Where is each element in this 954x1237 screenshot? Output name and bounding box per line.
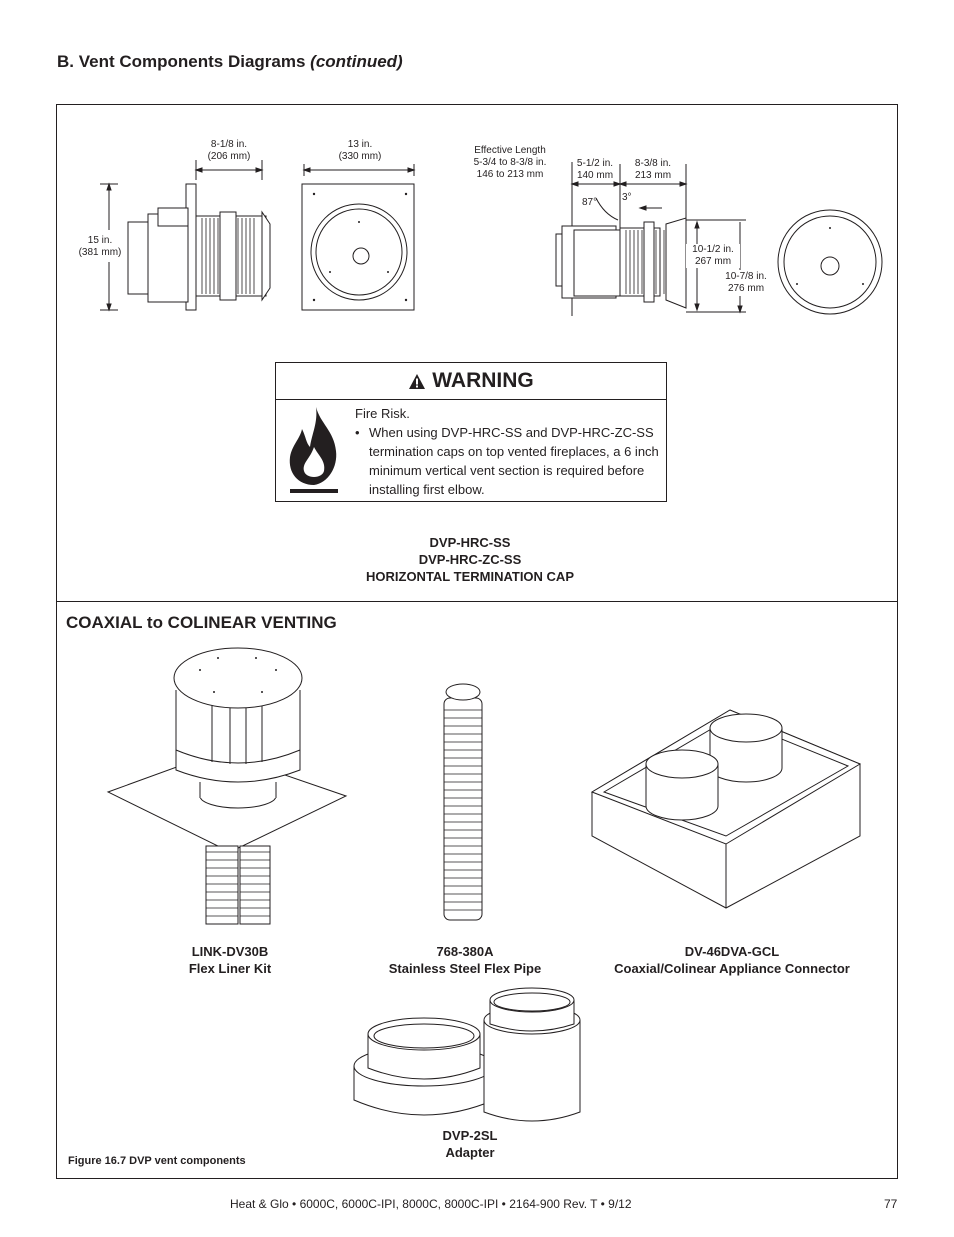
product-name: Stainless Steel Flex Pipe — [388, 961, 542, 976]
dim-b: 8-3/8 in. 213 mm — [628, 158, 678, 182]
product-code: DVP-2SL — [442, 1128, 498, 1143]
bottom-panel — [56, 600, 898, 1179]
angle-b: 3° — [622, 192, 632, 203]
dim-text: Effective Length — [474, 145, 546, 156]
dim-a: 5-1/2 in. 140 mm — [570, 158, 620, 182]
dim-text: 15 in. — [87, 235, 113, 246]
product-illustrations — [106, 647, 862, 1122]
warning-header: WARNING — [276, 363, 666, 400]
dim-text: (330 mm) — [338, 151, 382, 162]
section-heading: B. Vent Components Diagrams (continued) — [57, 52, 403, 72]
caption-line: HORIZONTAL TERMINATION CAP — [366, 569, 574, 584]
adjustable-cap-side-view — [555, 162, 746, 316]
flex-pipe-illustration — [443, 683, 483, 921]
warning-bullet: • When using DVP-HRC-SS and DVP-HRC-ZC-S… — [355, 423, 660, 499]
product-code: LINK-DV30B — [191, 944, 269, 959]
product-name: Flex Liner Kit — [188, 961, 272, 976]
dim-text: 146 to 213 mm — [476, 169, 544, 180]
top-panel — [56, 104, 898, 602]
warning-triangle-icon — [409, 373, 426, 389]
dim-text: 13 in. — [347, 139, 373, 150]
dim-text: 5-1/2 in. — [576, 158, 614, 169]
dim-text: 213 mm — [634, 170, 672, 181]
figure-caption: Figure 16.7 DVP vent components — [68, 1155, 246, 1167]
dim-text: 10-7/8 in. — [725, 271, 767, 282]
dim-text: 276 mm — [727, 283, 765, 294]
dim-text: (206 mm) — [207, 151, 251, 162]
caption-line: DVP-HRC-SS — [429, 535, 511, 550]
coaxial-section-title: COAXIAL to COLINEAR VENTING — [66, 613, 337, 632]
warning-intro: Fire Risk. — [355, 406, 410, 421]
dim-c: 10-1/2 in. 267 mm — [686, 244, 740, 268]
dim-text: 8-1/8 in. — [210, 139, 248, 150]
adapter-illustration — [353, 987, 581, 1122]
product-caption-flex-liner-kit: LINK-DV30B Flex Liner Kit — [150, 943, 310, 977]
product-caption-appliance-connector: DV-46DVA-GCL Coaxial/Colinear Appliance … — [592, 943, 872, 977]
flex-liner-kit-illustration — [106, 647, 348, 925]
caption-line: DVP-HRC-ZC-SS — [418, 552, 522, 567]
heading-continued: (continued) — [310, 52, 403, 71]
dim-front-width: 13 in. (330 mm) — [330, 139, 390, 163]
warning-box: WARNING Fire Risk. • When using DVP-HRC-… — [275, 362, 667, 502]
adjustable-cap-front-view — [777, 209, 883, 315]
warning-text: Fire Risk. • When using DVP-HRC-SS and D… — [355, 404, 660, 499]
product-caption-flex-pipe: 768-380A Stainless Steel Flex Pipe — [370, 943, 560, 977]
dim-d: 10-7/8 in. 276 mm — [718, 271, 774, 295]
dim-text: 10-1/2 in. — [692, 244, 734, 255]
dim-text: 8-3/8 in. — [634, 158, 672, 169]
page-number: 77 — [884, 1197, 898, 1211]
product-code: 768-380A — [436, 944, 494, 959]
dim-text: 140 mm — [576, 170, 614, 181]
product-name: Coaxial/Colinear Appliance Connector — [614, 961, 850, 976]
product-caption-adapter: DVP-2SL Adapter — [420, 1127, 520, 1161]
bullet-mark: • — [355, 425, 360, 440]
termination-cap-caption: DVP-HRC-SS DVP-HRC-ZC-SS HORIZONTAL TERM… — [340, 534, 600, 585]
flame-icon — [289, 407, 338, 493]
heading-main: B. Vent Components Diagrams — [57, 52, 311, 71]
dim-side-width: 8-1/8 in. (206 mm) — [200, 139, 258, 163]
dim-effective-length: Effective Length 5-3/4 to 8-3/8 in. 146 … — [464, 145, 556, 181]
appliance-connector-illustration — [590, 709, 862, 909]
angle-a: 87° — [582, 197, 598, 208]
warning-title: WARNING — [432, 369, 534, 392]
dim-text: (381 mm) — [78, 247, 122, 258]
dim-text: 267 mm — [694, 256, 732, 267]
termination-cap-front-view — [301, 164, 416, 311]
product-code: DV-46DVA-GCL — [684, 944, 780, 959]
product-name: Adapter — [445, 1145, 495, 1160]
termination-cap-side-view — [100, 160, 883, 316]
warning-bullet-text: When using DVP-HRC-SS and DVP-HRC-ZC-SS … — [369, 425, 659, 497]
dim-side-height: 15 in. (381 mm) — [72, 235, 128, 259]
footer-text: Heat & Glo • 6000C, 6000C-IPI, 8000C, 80… — [230, 1197, 632, 1211]
dim-text: 5-3/4 to 8-3/8 in. — [473, 157, 547, 168]
